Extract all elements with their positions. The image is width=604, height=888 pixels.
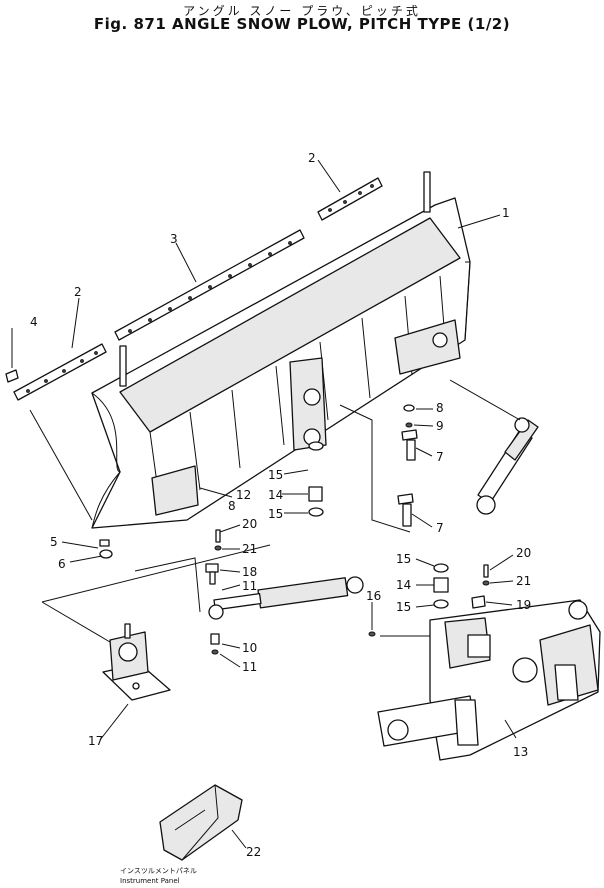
- callout-13: 13: [513, 745, 528, 759]
- callout-15: 15: [268, 468, 283, 482]
- callout-15: 15: [268, 507, 283, 521]
- callout-15: 15: [396, 600, 411, 614]
- callout-5: 5: [50, 535, 58, 549]
- callout-2: 2: [74, 285, 82, 299]
- callout-6: 6: [58, 557, 66, 571]
- callout-3: 3: [170, 232, 178, 246]
- angle-cylinder: [205, 529, 364, 655]
- callout-20: 20: [242, 517, 257, 531]
- push-frame: [368, 563, 601, 761]
- callout-1: 1: [502, 206, 510, 220]
- callout-2: 2: [308, 151, 316, 165]
- callout-18: 18: [242, 565, 257, 579]
- callout-numbers: 1 2 2 3 4 5 6 7 7 8 8 9 10 11 11 12 13 1…: [30, 151, 531, 859]
- moldboard-blade: [91, 171, 471, 529]
- instrument-panel-caption-jp: インスツルメントパネル: [120, 867, 197, 875]
- callout-21: 21: [242, 542, 257, 556]
- callout-4: 4: [30, 315, 38, 329]
- callout-7: 7: [436, 450, 444, 464]
- callout-9: 9: [436, 419, 444, 433]
- callout-21: 21: [516, 574, 531, 588]
- callout-7: 7: [436, 521, 444, 535]
- callout-8: 8: [228, 499, 236, 513]
- callout-10: 10: [242, 641, 257, 655]
- callout-14: 14: [396, 578, 411, 592]
- cutting-edges: [5, 177, 383, 401]
- callout-15: 15: [396, 552, 411, 566]
- callout-12: 12: [236, 488, 251, 502]
- callout-22: 22: [246, 845, 261, 859]
- callout-8: 8: [436, 401, 444, 415]
- fastener-parts: [99, 404, 418, 559]
- pitch-cylinder-upper: [476, 417, 539, 515]
- mounting-bracket: [102, 623, 171, 701]
- figure-title: Fig. 871 ANGLE SNOW PLOW, PITCH TYPE (1/…: [93, 15, 511, 33]
- instrument-panel: [159, 784, 243, 861]
- callout-16: 16: [366, 589, 381, 603]
- callout-19: 19: [516, 598, 531, 612]
- title-japanese: アングル スノー プラウ、ピッチ式: [183, 4, 421, 18]
- callout-11: 11: [242, 579, 257, 593]
- callout-20: 20: [516, 546, 531, 560]
- leader-lines: [11, 159, 521, 849]
- instrument-panel-caption-en: Instrument Panel: [120, 877, 180, 885]
- callout-11: 11: [242, 660, 257, 674]
- callout-17: 17: [88, 734, 103, 748]
- callout-14: 14: [268, 488, 283, 502]
